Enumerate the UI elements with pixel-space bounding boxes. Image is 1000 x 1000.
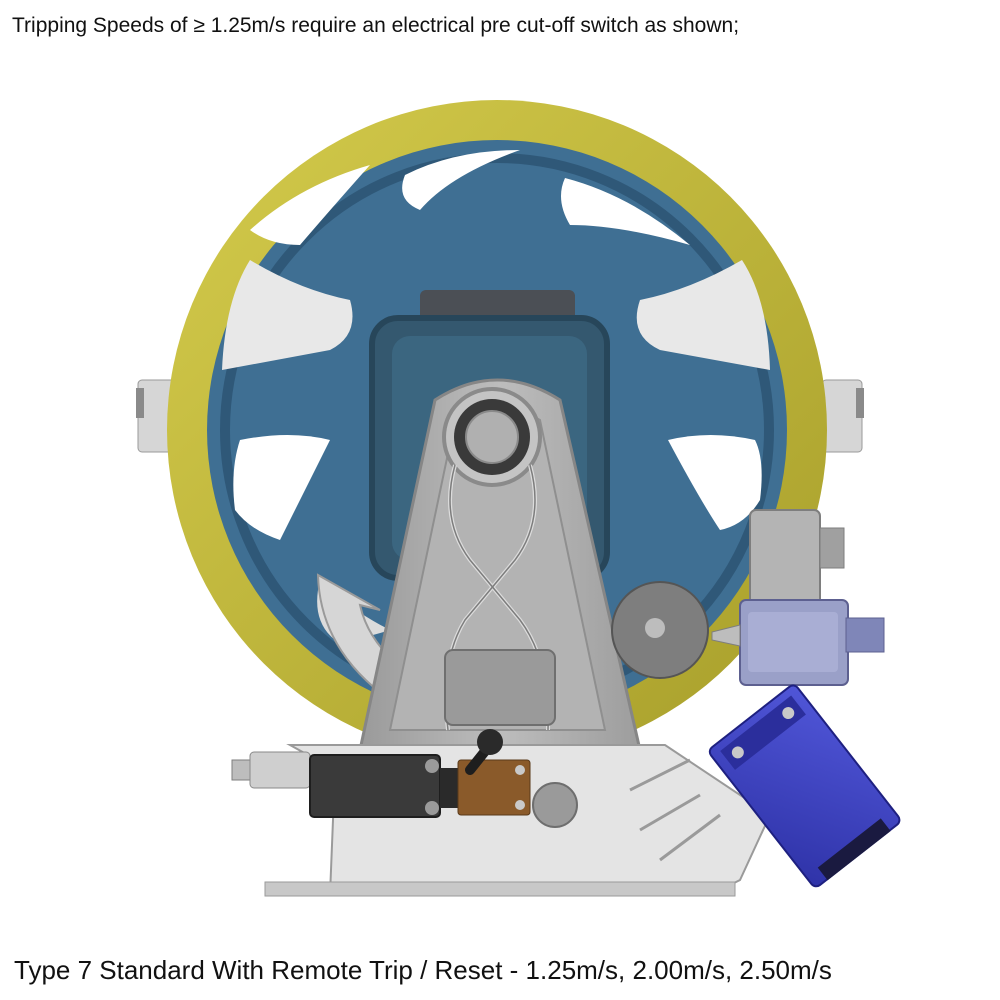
remote-trip-switch — [708, 684, 901, 888]
bottom-caption: Type 7 Standard With Remote Trip / Reset… — [14, 955, 832, 985]
spring-plate — [444, 649, 556, 726]
pre-cut-off-switch — [231, 729, 531, 818]
sheave-openings — [222, 150, 770, 640]
solenoid — [711, 509, 885, 686]
shaft — [465, 410, 519, 464]
right-side-bracket — [821, 379, 864, 453]
top-caption: Tripping Speeds of ≥ 1.25m/s require an … — [12, 14, 740, 37]
base-slots — [629, 758, 721, 862]
base-post — [532, 782, 578, 828]
